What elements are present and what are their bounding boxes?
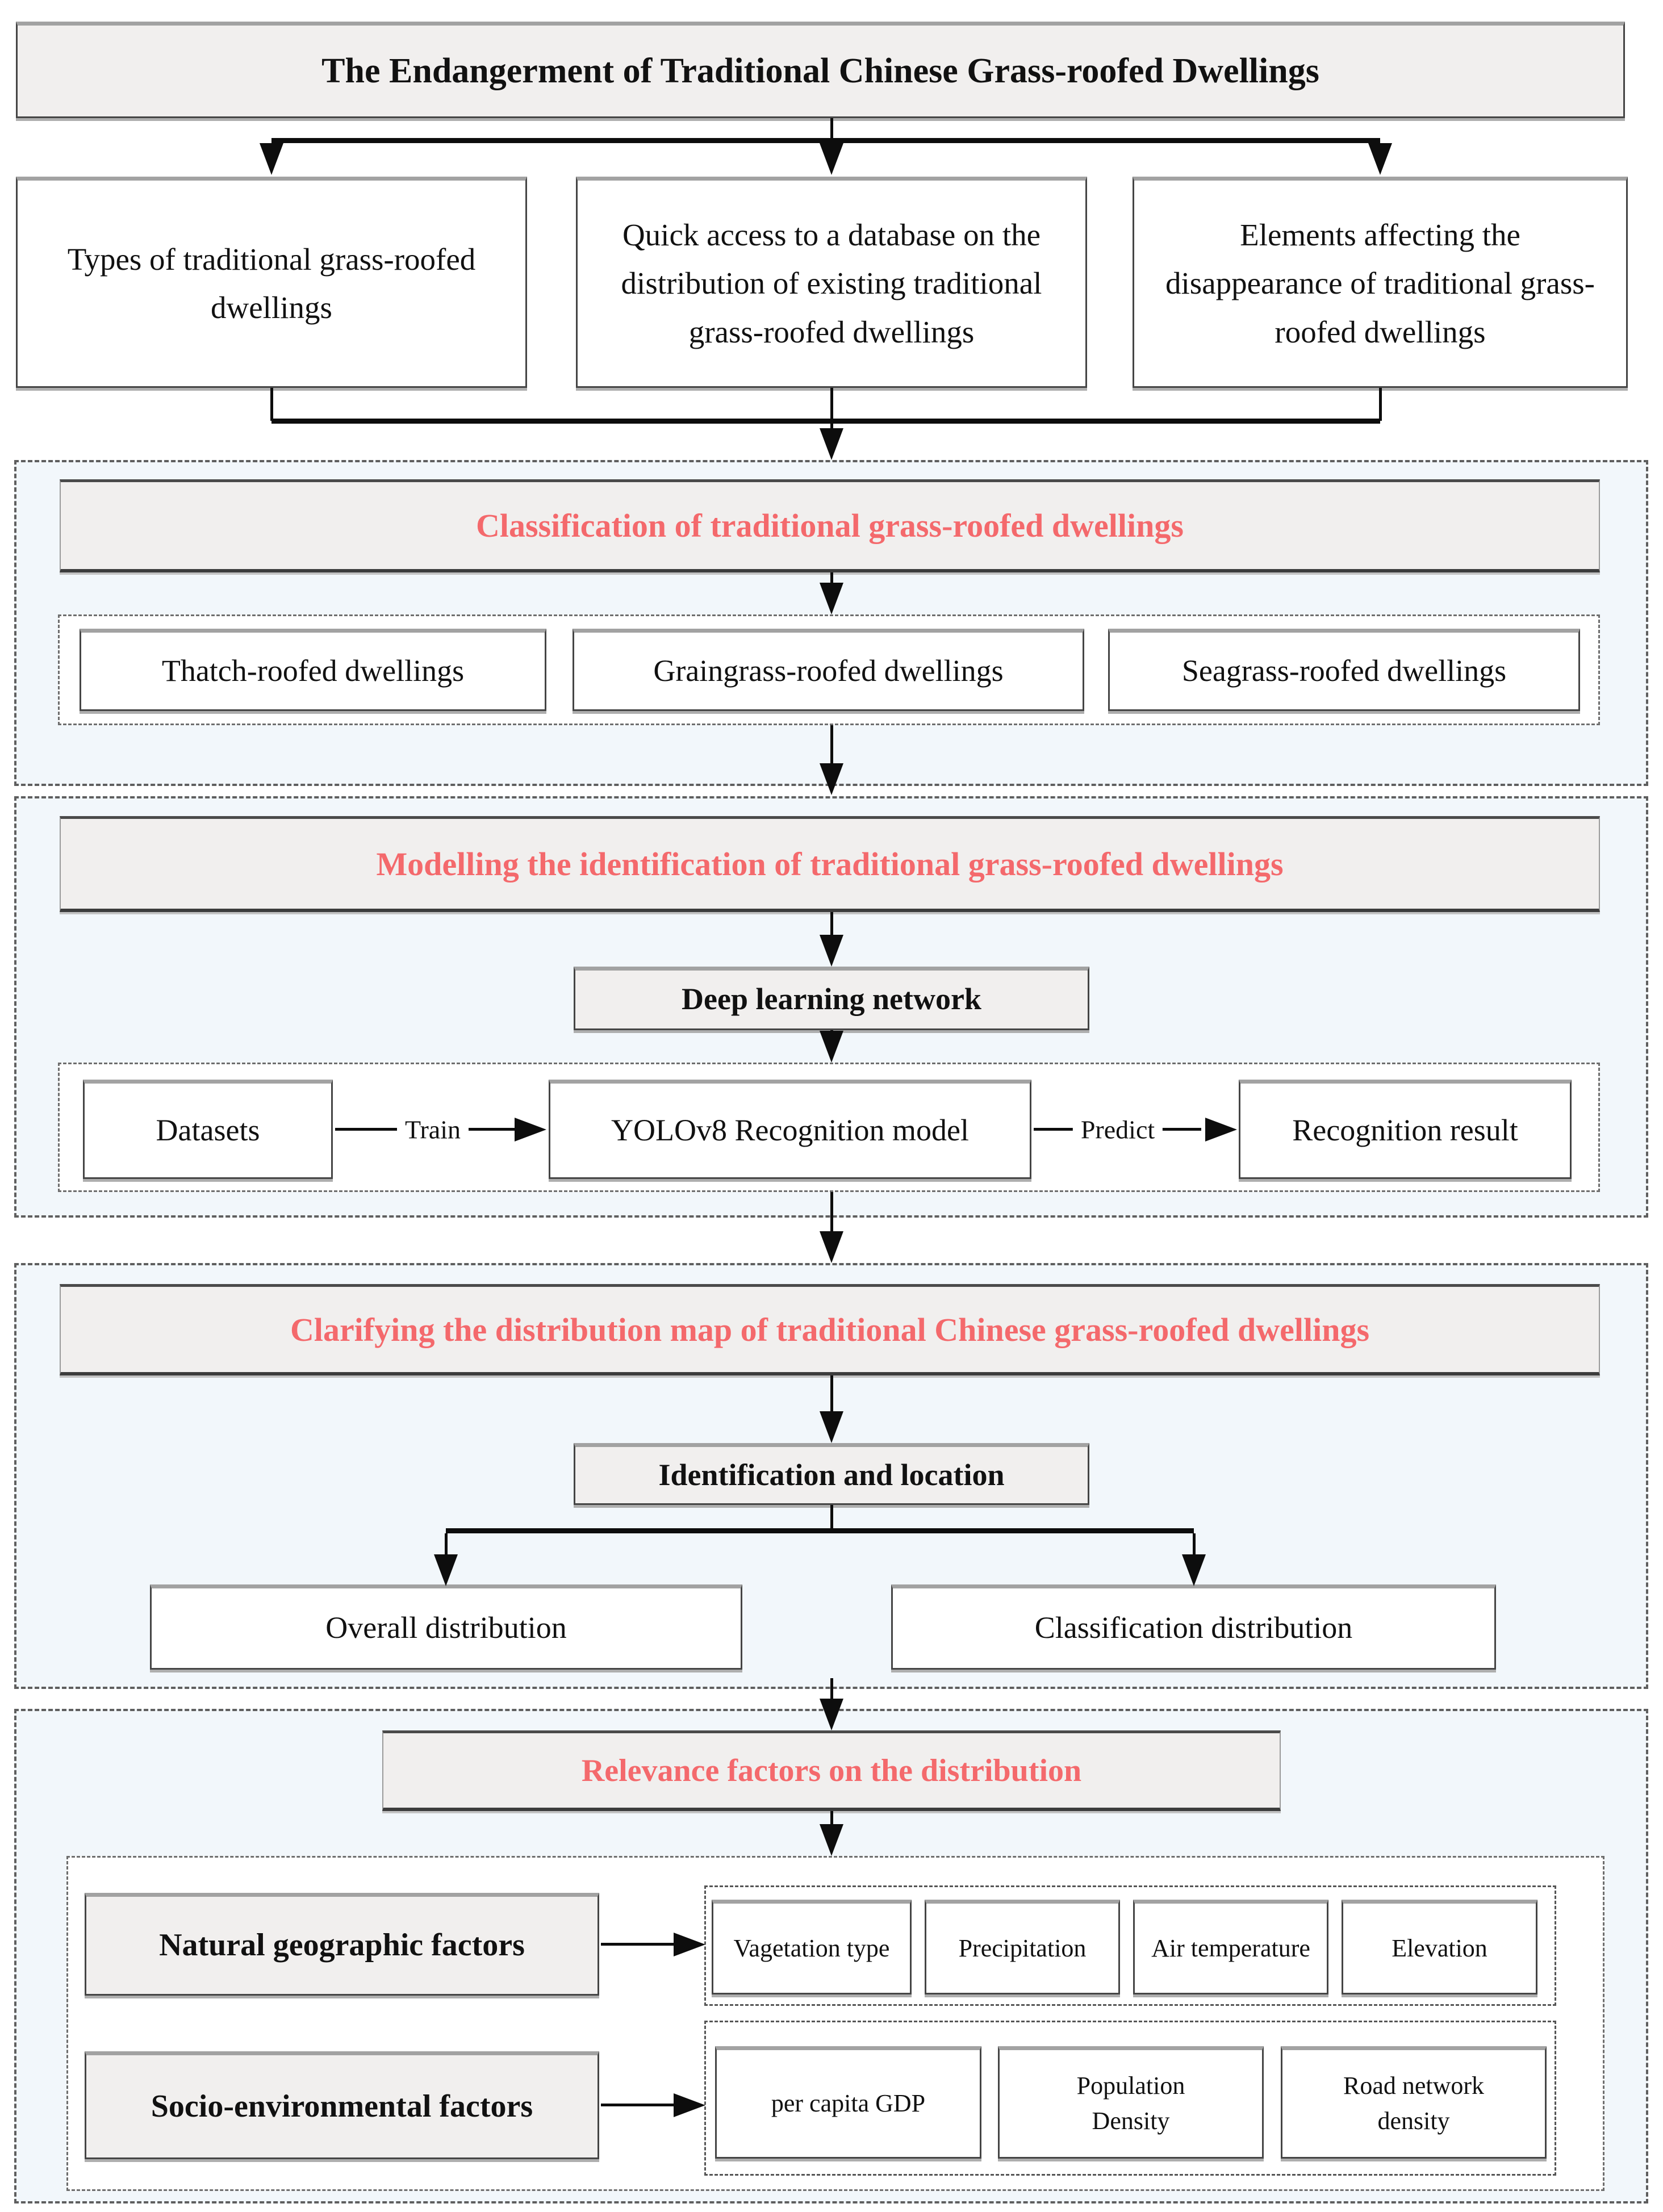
connector-line [601,1943,676,1946]
connector-line [830,1678,833,1705]
arrowhead-down-icon [1368,143,1392,175]
train-arrow-label: Train [397,1114,469,1145]
top-box-database: Quick access to a database on the distri… [576,177,1087,388]
factor-road-network-density-label: Road network density [1343,2072,1485,2135]
arrowhead-down-icon [260,143,283,175]
connector-line [445,1533,448,1557]
arrowhead-down-icon [434,1554,458,1586]
factor-population-density-label: Population Density [1076,2072,1185,2135]
factor-precipitation-label: Precipitation [958,1934,1087,1962]
arrowhead-right-icon [674,1933,705,1956]
yolov8-model-label: YOLOv8 Recognition model [611,1113,969,1147]
item-seagrass-roofed: Seagrass-roofed dwellings [1108,629,1580,711]
connector-line [270,388,273,421]
factor-elevation: Elevation [1342,1900,1537,1994]
predict-label: Predict [1080,1115,1155,1144]
arrowhead-right-icon [1205,1118,1237,1141]
datasets-label: Datasets [156,1113,260,1147]
relevance-factors-header: Relevance factors on the distribution [382,1730,1281,1811]
connector-line [830,912,833,938]
section-classification-header: Classification of traditional grass-roof… [60,479,1600,572]
classification-distribution-box: Classification distribution [891,1584,1496,1670]
factor-vegetation-type-label: Vagetation type [733,1934,890,1962]
factor-precipitation: Precipitation [925,1900,1120,1994]
top-box-types: Types of traditional grass-roofed dwelli… [16,177,527,388]
arrowhead-down-icon [820,935,843,967]
arrow-title-stem [830,118,833,140]
classification-distribution-label: Classification distribution [1034,1611,1353,1645]
merge-bar [271,419,1380,424]
arrowhead-down-icon [820,1699,843,1730]
branch-bar-top [271,138,1380,143]
identification-location-box: Identification and location [574,1443,1089,1505]
arrowhead-down-icon [820,583,843,614]
arrowhead-right-icon [674,2093,705,2117]
connector-line [830,1811,833,1828]
recognition-result-box: Recognition result [1239,1080,1572,1179]
deep-learning-label: Deep learning network [682,982,981,1017]
section-distribution-title: Clarifying the distribution map of tradi… [290,1311,1370,1348]
socio-factors-box: Socio-environmental factors [85,2051,599,2159]
natural-factors-label: Natural geographic factors [159,1927,525,1963]
factor-air-temperature: Air temperature [1133,1900,1328,1994]
factor-air-temperature-label: Air temperature [1151,1934,1310,1962]
factor-elevation-label: Elevation [1392,1934,1487,1962]
section-distribution-header: Clarifying the distribution map of tradi… [60,1284,1600,1375]
factor-population-density: Population Density [998,2046,1264,2159]
connector-line [1379,388,1382,421]
connector-line [830,1192,833,1233]
socio-factors-label: Socio-environmental factors [151,2088,533,2124]
top-box-elements: Elements affecting the disappearance of … [1133,177,1628,388]
recognition-result-label: Recognition result [1292,1113,1518,1147]
factor-vegetation-type: Vagetation type [712,1900,912,1994]
relevance-factors-title: Relevance factors on the distribution [581,1753,1082,1788]
connector-line [830,388,833,430]
arrowhead-down-icon [820,428,843,460]
yolov8-model-box: YOLOv8 Recognition model [549,1080,1031,1179]
item-seagrass-roofed-label: Seagrass-roofed dwellings [1181,653,1507,688]
arrowhead-down-icon [820,763,843,795]
identification-location-label: Identification and location [658,1457,1005,1492]
datasets-box: Datasets [83,1080,333,1179]
predict-arrow-label: Predict [1072,1114,1163,1145]
factor-gdp-label: per capita GDP [771,2089,926,2118]
connector-line [830,1505,833,1532]
split-bar [446,1528,1194,1533]
connector-line [601,2104,676,2106]
section-modelling-title: Modelling the identification of traditio… [376,845,1284,883]
overall-distribution-box: Overall distribution [150,1584,742,1670]
connector-line [830,1375,833,1414]
connector-line [830,725,833,765]
factor-gdp: per capita GDP [715,2046,981,2159]
arrowhead-down-icon [820,1411,843,1443]
arrowhead-down-icon [820,1031,843,1063]
section-modelling-header: Modelling the identification of traditio… [60,816,1600,912]
item-graingrass-roofed-label: Graingrass-roofed dwellings [653,653,1004,688]
arrowhead-down-icon [820,1231,843,1263]
section-classification-title: Classification of traditional grass-roof… [476,507,1184,544]
page-title: The Endangerment of Traditional Chinese … [321,51,1319,90]
overall-distribution-label: Overall distribution [325,1611,567,1645]
arrowhead-down-icon [820,143,843,175]
arrowhead-down-icon [1182,1554,1206,1586]
arrowhead-right-icon [515,1118,546,1141]
train-label: Train [405,1115,461,1144]
arrowhead-down-icon [820,1824,843,1856]
deep-learning-box: Deep learning network [574,967,1089,1030]
top-box-database-label: Quick access to a database on the distri… [621,218,1042,349]
title-box: The Endangerment of Traditional Chinese … [16,22,1625,118]
item-thatch-roofed: Thatch-roofed dwellings [80,629,546,711]
connector-line [1193,1533,1196,1557]
top-box-types-label: Types of traditional grass-roofed dwelli… [67,241,476,325]
factor-road-network-density: Road network density [1281,2046,1547,2159]
natural-factors-box: Natural geographic factors [85,1893,599,1996]
item-graingrass-roofed: Graingrass-roofed dwellings [573,629,1084,711]
item-thatch-roofed-label: Thatch-roofed dwellings [161,653,465,688]
top-box-elements-label: Elements affecting the disappearance of … [1165,218,1595,349]
connector-line [830,572,833,586]
